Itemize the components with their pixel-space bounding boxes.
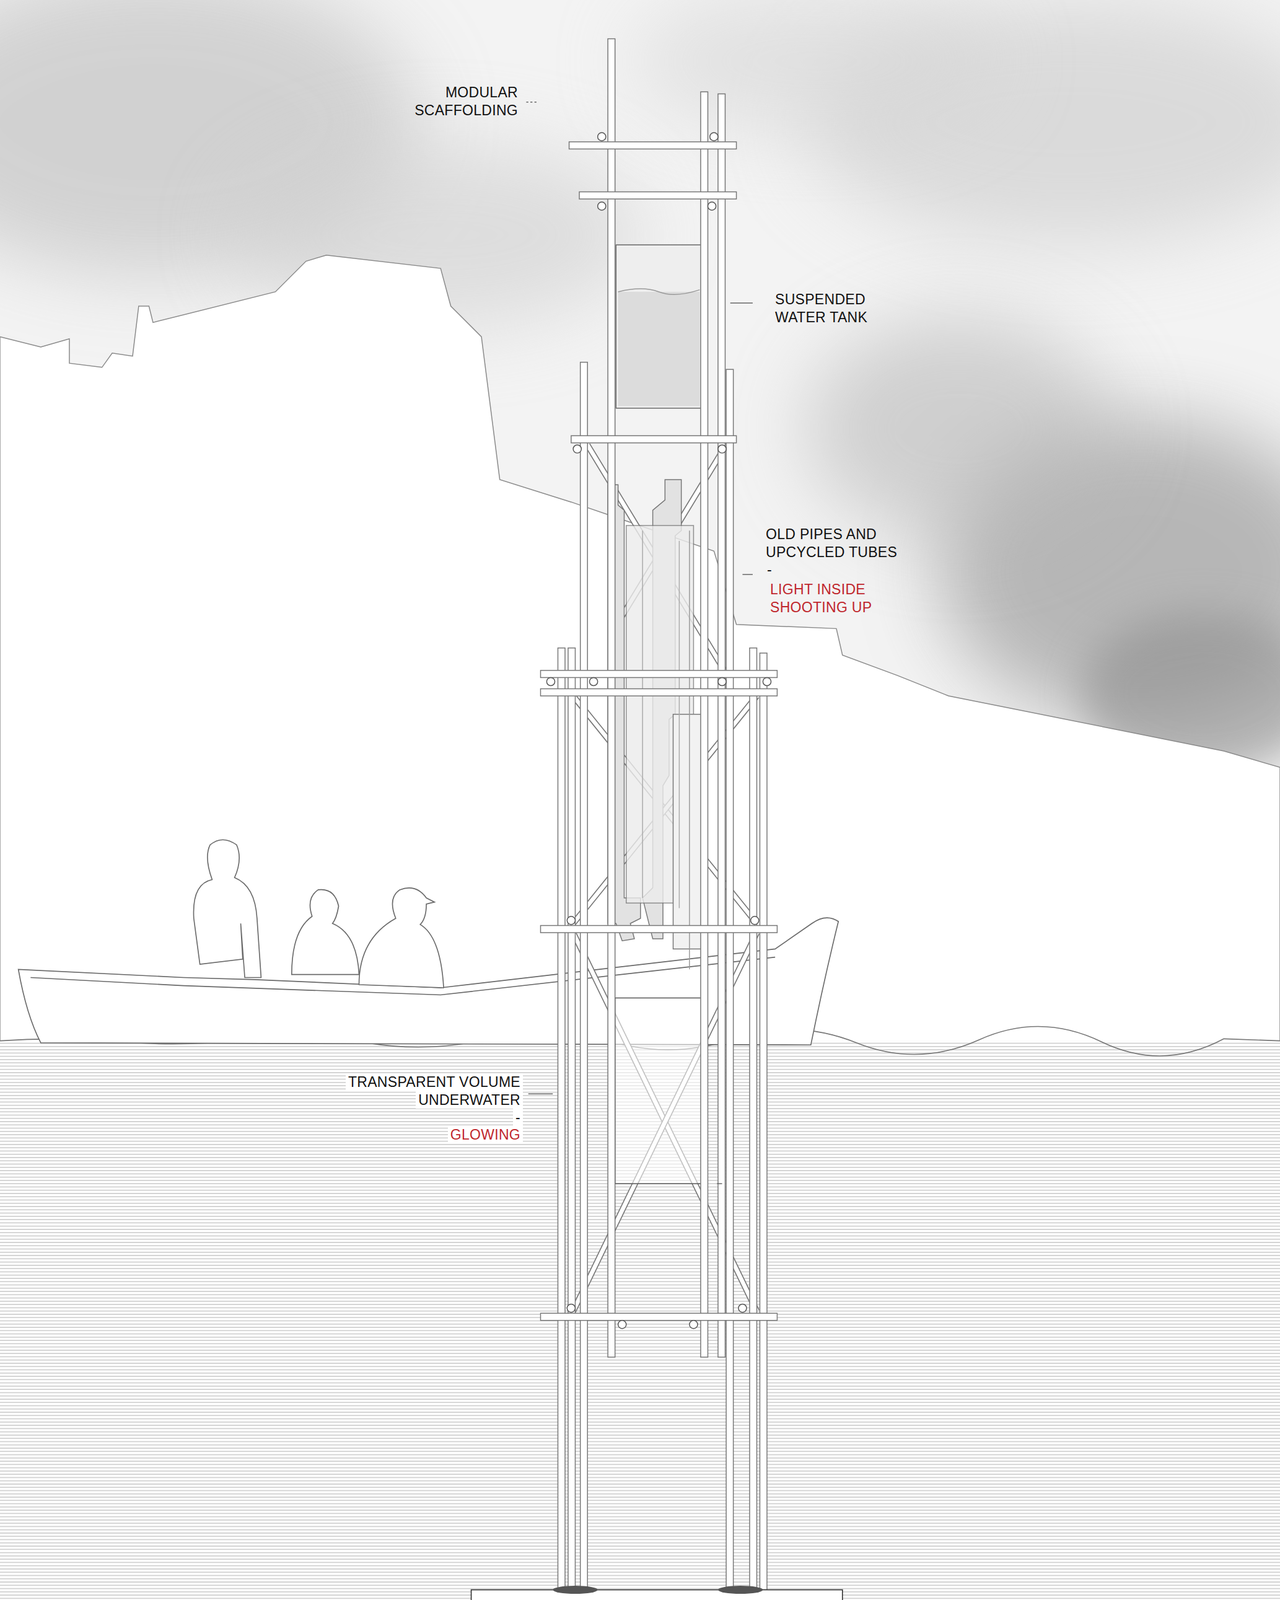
drawing-ellipse — [552, 1585, 598, 1594]
drawing-line — [641, 530, 643, 898]
drawing-rect — [540, 925, 777, 934]
leader-line — [526, 102, 753, 1184]
drawing-circle — [597, 201, 606, 211]
drawing-rect — [673, 714, 704, 950]
drawing-circle — [573, 444, 582, 453]
separator-dash: - — [501, 1108, 521, 1127]
tank-water — [618, 291, 701, 406]
annotation-label: MODULAR SCAFFOLDING — [394, 83, 518, 120]
drawing-circle — [618, 1320, 627, 1329]
drawing-rect — [726, 369, 734, 1592]
drawing-circle — [589, 677, 598, 686]
drawing-rect — [540, 688, 777, 697]
drawing-circle — [738, 1303, 747, 1312]
drawing-rect — [607, 39, 616, 1358]
annotation-label: SUSPENDED WATER TANK — [775, 290, 887, 327]
modular-scaffolding — [540, 39, 777, 1592]
drawing-line — [716, 1182, 722, 1184]
annotation-label: LIGHT INSIDE SHOOTING UP — [770, 580, 888, 617]
pipes — [607, 479, 704, 969]
drawing-rect — [700, 91, 709, 1357]
drawing-circle — [750, 916, 759, 925]
drawing-rect — [718, 93, 726, 1357]
drawing-path — [358, 887, 444, 988]
annotation-label: TRANSPARENT VOLUME UNDERWATER — [315, 1073, 521, 1110]
drawing-circle — [597, 132, 606, 141]
drawing-circle — [762, 677, 771, 686]
drawing-circle — [546, 677, 555, 686]
drawing-ellipse — [806, 315, 1113, 541]
drawing-ellipse — [632, 0, 1000, 133]
drawing-rect — [540, 1312, 777, 1321]
drawing-rect — [759, 653, 768, 1590]
drawing-circle — [718, 677, 727, 686]
drawing-line — [679, 540, 680, 909]
underwater-volume — [615, 997, 704, 1184]
drawing-path — [193, 839, 261, 978]
drawing-circle — [707, 201, 716, 211]
drawing-circle — [710, 132, 719, 141]
drawing-rect — [571, 435, 737, 443]
drawing-line — [730, 302, 753, 303]
drawing-rect — [579, 192, 737, 200]
base-plate — [471, 1585, 843, 1600]
drawing-circle — [566, 1303, 575, 1312]
drawing-rect — [540, 670, 777, 678]
drawing-line — [528, 1093, 554, 1095]
drawing-rect — [580, 362, 588, 1592]
annotation-label: GLOWING — [421, 1125, 521, 1144]
coupler — [546, 132, 771, 1329]
drawing-path — [618, 288, 701, 295]
drawing-rect — [749, 648, 758, 1592]
drawing-rect — [557, 648, 566, 1592]
drawing-line — [688, 530, 690, 969]
separator-dash: - — [767, 560, 786, 579]
building-silhouette — [0, 255, 1280, 1600]
drawing-circle — [718, 444, 727, 453]
drawing-rect — [471, 1589, 843, 1600]
drawing-circle — [689, 1320, 698, 1329]
drawing-rect — [568, 648, 576, 1592]
drawing-line — [526, 101, 539, 103]
annotation-label: OLD PIPES AND UPCYCLED TUBES — [765, 525, 912, 562]
drawing-rect — [569, 141, 737, 150]
drawing-line — [742, 573, 753, 575]
drawing-circle — [566, 916, 575, 925]
water-tank — [615, 244, 702, 408]
drawing-ellipse — [718, 1585, 763, 1594]
drawing-path — [291, 889, 360, 975]
